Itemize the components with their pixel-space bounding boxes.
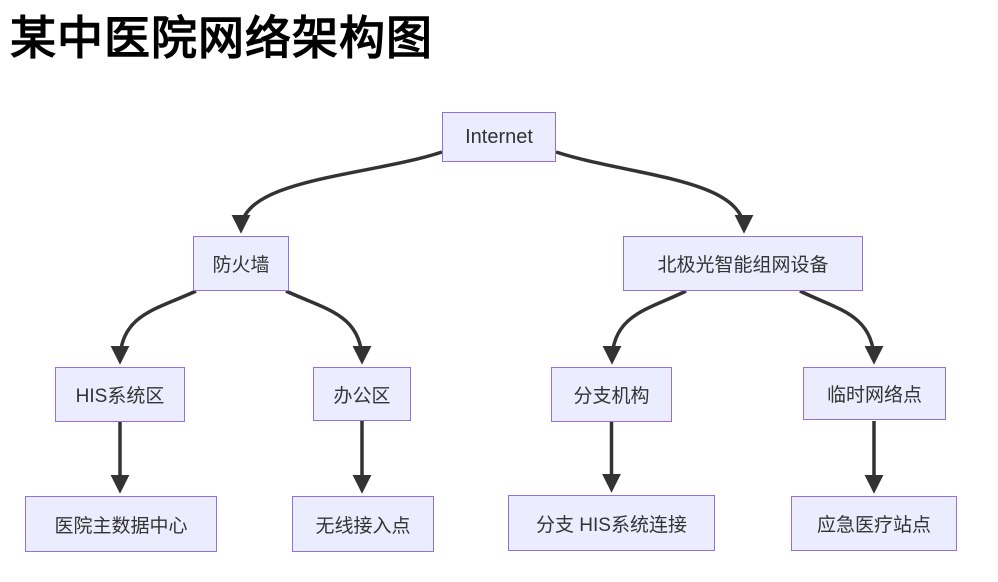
node-firewall: 防火墙 (193, 236, 289, 291)
edge-aurora-device-to-temp-network (799, 289, 884, 365)
edge-internet-to-aurora-device (555, 150, 754, 234)
node-branch-org-label: 分支机构 (573, 386, 650, 407)
node-branch-his-link: 分支 HIS系统连接 (508, 495, 715, 551)
node-emergency-site-label: 应急医疗站点 (816, 515, 931, 536)
node-main-data-center: 医院主数据中心 (25, 496, 217, 552)
node-wireless-ap-label: 无线接入点 (315, 515, 411, 537)
node-emergency-site: 应急医疗站点 (791, 496, 957, 551)
edge-firewall-to-office-zone (285, 289, 372, 365)
node-office-zone: 办公区 (313, 367, 411, 421)
node-wireless-ap: 无线接入点 (292, 496, 434, 552)
node-aurora-device-label: 北极光智能组网设备 (657, 255, 829, 276)
edge-internet-to-firewall (231, 150, 443, 234)
node-branch-his-link-label: 分支 HIS系统连接 (536, 514, 687, 536)
node-firewall-label: 防火墙 (212, 255, 270, 276)
node-office-zone-label: 办公区 (333, 385, 391, 407)
node-temp-network-label: 临时网络点 (826, 385, 922, 406)
node-main-data-center-label: 医院主数据中心 (54, 515, 188, 537)
node-his-zone: HIS系统区 (55, 367, 185, 422)
edge-firewall-to-his-zone (110, 289, 197, 365)
node-aurora-device: 北极光智能组网设备 (623, 236, 863, 291)
node-internet: Internet (442, 112, 556, 162)
diagram-title: 某中医院网络架构图 (10, 12, 433, 64)
edge-aurora-device-to-branch-org (602, 289, 687, 365)
node-temp-network: 临时网络点 (803, 367, 946, 420)
node-his-zone-label: HIS系统区 (75, 386, 165, 407)
node-internet-label: Internet (465, 125, 533, 148)
node-branch-org: 分支机构 (551, 367, 672, 422)
